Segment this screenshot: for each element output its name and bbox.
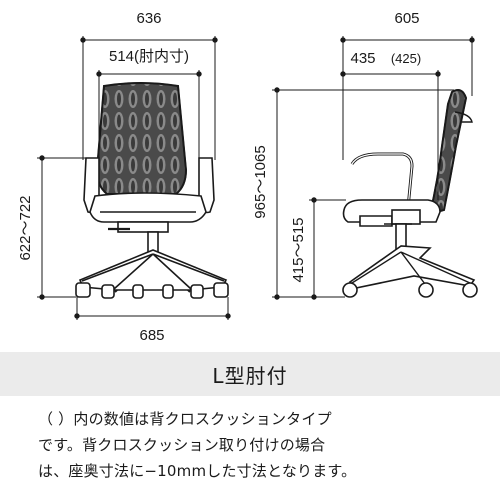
front-seat (89, 192, 207, 223)
base-width-label: 685 (139, 327, 164, 344)
side-dimension-lines (272, 36, 475, 300)
side-view-chair (342, 89, 478, 298)
overall-width-label: 636 (136, 10, 161, 27)
side-casters (342, 282, 478, 298)
armrest-inner-width-label: 514(肘内寸) (109, 48, 189, 65)
footnote: （ ）内の数値は背クロスクッションタイプ です。背クロスクッション取り付けの場合… (38, 406, 478, 484)
footnote-line: です。背クロスクッション取り付けの場合 (38, 436, 326, 454)
footnote-line: （ ）内の数値は背クロスクッションタイプ (38, 410, 332, 428)
model-title-band: L型肘付 (0, 352, 500, 396)
overall-depth-label: 605 (394, 10, 419, 27)
arm-height-label: 622～722 (17, 195, 34, 260)
seat-height-label: 415～515 (290, 217, 307, 282)
front-dimension-lines (37, 36, 231, 320)
overall-height-label: 965～1065 (252, 145, 269, 218)
front-casters (75, 282, 229, 299)
front-backrest (96, 82, 187, 195)
model-title: L型肘付 (212, 363, 288, 388)
front-view-chair (75, 82, 229, 299)
footnote-line: は、座奥寸法に−10mmした寸法となります。 (38, 462, 357, 480)
seat-depth-alt-label: (425) (391, 51, 421, 66)
chair-dimension-drawing: 636 514(肘内寸) 685 622～722 (17, 10, 478, 344)
seat-depth-label: 435 (350, 50, 375, 67)
